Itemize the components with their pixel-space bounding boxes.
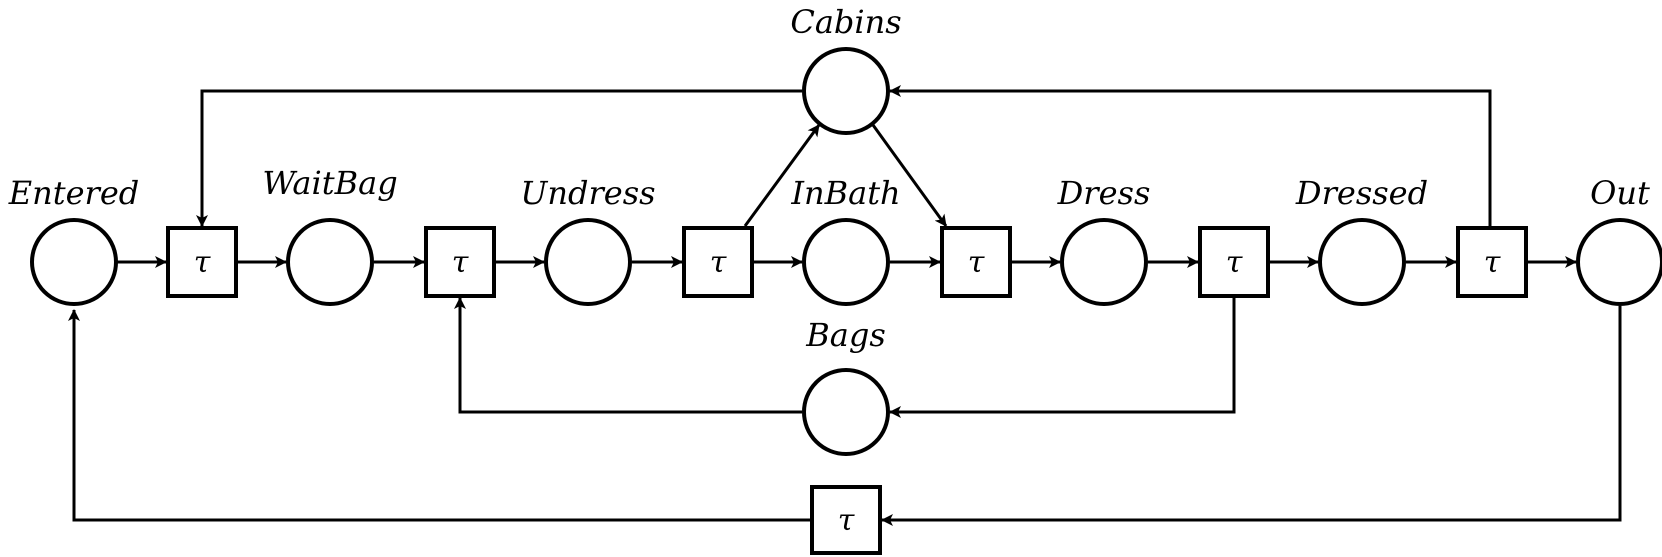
place-dressed xyxy=(1318,218,1406,306)
arc-cabins-t4 xyxy=(871,124,948,227)
transition-4-label: τ xyxy=(968,245,985,280)
transitions xyxy=(166,226,1528,555)
transition-1-label: τ xyxy=(194,245,211,280)
place-undress xyxy=(544,218,632,306)
place-out xyxy=(1576,218,1662,306)
transition-labels: τ τ τ τ τ τ τ xyxy=(194,245,1501,538)
transition-2 xyxy=(424,226,496,298)
transition-return xyxy=(810,485,882,555)
label-dress: Dress xyxy=(1057,174,1151,212)
transition-3-label: τ xyxy=(710,245,727,280)
transition-6 xyxy=(1456,226,1528,298)
arcs xyxy=(68,85,1622,526)
transition-1 xyxy=(166,226,238,298)
arc-t6-cabins xyxy=(889,85,1492,226)
arc-cabins-t1 xyxy=(196,89,802,227)
place-inbath xyxy=(802,218,890,306)
label-undress: Undress xyxy=(520,174,655,212)
place-dress xyxy=(1060,218,1148,306)
place-entered xyxy=(30,218,118,306)
label-waitbag: WaitBag xyxy=(262,164,397,202)
label-bags: Bags xyxy=(805,316,886,354)
place-labels: Entered WaitBag Undress InBath Dress Dre… xyxy=(8,3,1650,354)
transition-return-label: τ xyxy=(838,503,855,538)
arc-t3-cabins xyxy=(743,124,821,227)
places xyxy=(30,47,1662,456)
place-waitbag xyxy=(286,218,374,306)
arc-t5-bags xyxy=(889,298,1236,418)
label-cabins: Cabins xyxy=(790,3,901,41)
label-out: Out xyxy=(1590,174,1650,212)
transition-5-label: τ xyxy=(1226,245,1243,280)
label-inbath: InBath xyxy=(790,174,900,212)
place-cabins xyxy=(802,47,890,135)
transition-6-label: τ xyxy=(1484,245,1501,280)
transition-5 xyxy=(1198,226,1270,298)
label-entered: Entered xyxy=(8,174,139,212)
transition-2-label: τ xyxy=(452,245,469,280)
transition-4 xyxy=(940,226,1012,298)
label-dressed: Dressed xyxy=(1295,174,1428,212)
arc-bags-t2 xyxy=(454,297,802,414)
arc-treturn-entered xyxy=(68,309,810,522)
arc-out-treturn xyxy=(881,306,1622,526)
transition-3 xyxy=(682,226,754,298)
place-bags xyxy=(802,368,890,456)
